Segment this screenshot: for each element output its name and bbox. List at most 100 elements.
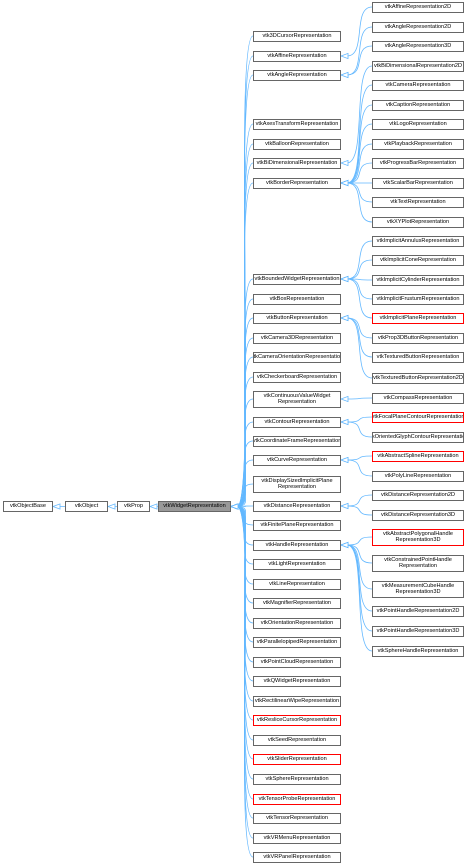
inheritance-edge xyxy=(346,317,373,358)
class-node-vtkcurverepresentation[interactable]: vtkCurveRepresentation xyxy=(253,454,341,466)
class-node-vtkimplicitplanerepresentation[interactable]: vtkImplicitPlaneRepresentation xyxy=(372,312,464,324)
class-node-vtktexturedbuttonrepresentation2d[interactable]: vtkTexturedButtonRepresentation2D xyxy=(372,372,464,384)
class-node-vtkcamera3drepresentation[interactable]: vtkCamera3DRepresentation xyxy=(253,332,341,344)
class-node-vtkabstractpolygonalhandlerepresentation3d[interactable]: vtkAbstractPolygonalHandle Representatio… xyxy=(372,528,464,546)
class-node-vtklinerepresentation[interactable]: vtkLineRepresentation xyxy=(253,578,341,590)
class-node-vtkwidgetrepresentation[interactable]: vtkWidgetRepresentation xyxy=(158,501,231,512)
class-node-vtkbuttonrepresentation[interactable]: vtkButtonRepresentation xyxy=(253,312,341,324)
class-node-vtkvrmenurepresentation[interactable]: vtkVRMenuRepresentation xyxy=(253,832,341,844)
class-node-vtkdisplaysizedimplicitplanerepresentation[interactable]: vtkDisplaySizedImplicitPlane Representat… xyxy=(253,475,341,493)
class-node-vtklogorepresentation[interactable]: vtkLogoRepresentation xyxy=(372,118,464,130)
class-node-vtkpolylinerepresentation[interactable]: vtkPolyLineRepresentation xyxy=(372,470,464,482)
inheritance-edge xyxy=(346,421,373,438)
inheritance-arrowhead xyxy=(229,503,239,510)
class-node-vtkimplicitfrustumrepresentation[interactable]: vtkImplicitFrustumRepresentation xyxy=(372,293,464,305)
class-node-vtkpointhandlerepresentation3d[interactable]: vtkPointHandleRepresentation3D xyxy=(372,625,464,637)
class-node-vtkobject[interactable]: vtkObject xyxy=(65,501,108,512)
inheritance-edge xyxy=(346,544,373,652)
class-node-vtkrectilinearwiperepresentation[interactable]: vtkRectilinearWipeRepresentation xyxy=(253,695,341,707)
class-node-vtkmeasurementcubehandlerepresentation3d[interactable]: vtkMeasurementCubeHandle Representation3… xyxy=(372,580,464,598)
class-node-vtkcameraorientationrepresentation[interactable]: vtkCameraOrientationRepresentation xyxy=(253,351,341,363)
inheritance-edge xyxy=(346,182,373,203)
inheritance-edge xyxy=(346,162,373,184)
class-node-vtkqwidgetrepresentation[interactable]: vtkQWidgetRepresentation xyxy=(253,675,341,687)
class-node-vtkcompassrepresentation[interactable]: vtkCompassRepresentation xyxy=(372,392,464,404)
class-node-vtkpointcloudrepresentation[interactable]: vtkPointCloudRepresentation xyxy=(253,656,341,668)
class-node-vtkprop3dbuttonrepresentation[interactable]: vtkProp3DButtonRepresentation xyxy=(372,332,464,344)
class-node-vtkanglerepresentation[interactable]: vtkAngleRepresentation xyxy=(253,69,341,81)
class-node-vtkcaptionrepresentation[interactable]: vtkCaptionRepresentation xyxy=(372,99,464,111)
class-node-vtkaxestransformrepresentation[interactable]: vtkAxesTransformRepresentation xyxy=(253,118,341,130)
class-node-vtk3dcursorrepresentation[interactable]: vtk3DCursorRepresentation xyxy=(253,30,341,42)
class-node-vtkorientationrepresentation[interactable]: vtkOrientationRepresentation xyxy=(253,617,341,629)
class-node-vtkconstrainedpointhandlerepresentation[interactable]: vtkConstrainedPointHandle Representation xyxy=(372,554,464,572)
class-node-vtkbidimensionalrepresentation[interactable]: vtkBiDimensionalRepresentation xyxy=(253,157,341,169)
class-node-vtkcamerarepresentation[interactable]: vtkCameraRepresentation xyxy=(372,79,464,91)
inheritance-edge xyxy=(346,65,373,164)
class-node-vtksliderrepresentation[interactable]: vtkSliderRepresentation xyxy=(253,753,341,765)
inheritance-edge xyxy=(346,123,373,184)
inheritance-edge xyxy=(346,317,373,379)
class-node-vtktensorproberepresentation[interactable]: vtkTensorProbeRepresentation xyxy=(253,793,341,805)
class-node-vtkmagnifierrepresentation[interactable]: vtkMagnifierRepresentation xyxy=(253,597,341,609)
inheritance-edge xyxy=(346,182,373,223)
inheritance-arrowhead xyxy=(339,456,349,464)
inheritance-edge xyxy=(236,506,254,858)
class-node-vtkpointhandlerepresentation2d[interactable]: vtkPointHandleRepresentation2D xyxy=(372,605,464,617)
class-node-vtkscalarbarrepresentation[interactable]: vtkScalarBarRepresentation xyxy=(372,177,464,189)
class-node-vtkvrpanelrepresentation[interactable]: vtkVRPanelRepresentation xyxy=(253,851,341,863)
class-node-vtktextrepresentation[interactable]: vtkTextRepresentation xyxy=(372,196,464,208)
class-node-vtkprop[interactable]: vtkProp xyxy=(117,501,150,512)
inheritance-arrowhead xyxy=(339,52,349,60)
inheritance-arrowhead xyxy=(51,503,61,510)
class-node-vtkxyplotrepresentation[interactable]: vtkXYPlotRepresentation xyxy=(372,216,464,228)
class-node-vtkprogressbarrepresentation[interactable]: vtkProgressBarRepresentation xyxy=(372,157,464,169)
inheritance-edge xyxy=(346,45,373,76)
class-node-vtktensorrepresentation[interactable]: vtkTensorRepresentation xyxy=(253,812,341,824)
class-node-vtkimplicitcylinderrepresentation[interactable]: vtkImplicitCylinderRepresentation xyxy=(372,274,464,286)
class-node-vtklightrepresentation[interactable]: vtkLightRepresentation xyxy=(253,558,341,570)
class-node-vtkorientedglyphcontourrepresentation[interactable]: vtkOrientedGlyphContourRepresentation xyxy=(372,431,464,443)
class-node-vtkfocalplanecontourrepresentation[interactable]: vtkFocalPlaneContourRepresentation xyxy=(372,411,464,423)
class-node-vtkballoonrepresentation[interactable]: vtkBalloonRepresentation xyxy=(253,138,341,150)
class-node-vtksphererepresentation[interactable]: vtkSphereRepresentation xyxy=(253,773,341,785)
class-node-vtkaffinerepresentation2d[interactable]: vtkAffineRepresentation2D xyxy=(372,1,464,13)
class-node-vtkcheckerboardrepresentation[interactable]: vtkCheckerboardRepresentation xyxy=(253,371,341,383)
class-node-vtkcoordinateframerepresentation[interactable]: vtkCoordinateFrameRepresentation xyxy=(253,435,341,447)
inheritance-edge xyxy=(346,459,373,477)
class-node-vtkdistancerepresentation[interactable]: vtkDistanceRepresentation xyxy=(253,500,341,512)
class-node-vtkcontinuousvaluewidgetrepresentation[interactable]: vtkContinuousValueWidget Representation xyxy=(253,390,341,408)
class-node-vtkseedrepresentation[interactable]: vtkSeedRepresentation xyxy=(253,734,341,746)
inheritance-arrowhead xyxy=(339,395,349,403)
class-node-vtkplaybackrepresentation[interactable]: vtkPlaybackRepresentation xyxy=(372,138,464,150)
class-node-vtkdistancerepresentation2d[interactable]: vtkDistanceRepresentation2D xyxy=(372,489,464,501)
class-node-vtkhandlerepresentation[interactable]: vtkHandleRepresentation xyxy=(253,539,341,551)
class-node-vtkborderrepresentation[interactable]: vtkBorderRepresentation xyxy=(253,177,341,189)
class-node-vtkanglerepresentation2d[interactable]: vtkAngleRepresentation2D xyxy=(372,21,464,33)
class-node-vtkbidimensionalrepresentation2d[interactable]: vtkBiDimensionalRepresentation2D xyxy=(372,60,464,72)
class-node-vtkspherehandlerepresentation[interactable]: vtkSphereHandleRepresentation xyxy=(372,645,464,657)
inheritance-arrowhead xyxy=(339,314,349,322)
class-node-vtkimplicitannulusrepresentation[interactable]: vtkImplicitAnnulusRepresentation xyxy=(372,235,464,247)
class-node-vtkdistancerepresentation3d[interactable]: vtkDistanceRepresentation3D xyxy=(372,509,464,521)
class-node-vtktexturedbuttonrepresentation[interactable]: vtkTexturedButtonRepresentation xyxy=(372,351,464,363)
class-node-vtkimplicitconerepresentation[interactable]: vtkImplicitConeRepresentation xyxy=(372,254,464,266)
class-node-vtkboundedwidgetrepresentation[interactable]: vtkBoundedWidgetRepresentation xyxy=(253,273,341,285)
class-node-vtkcontourrepresentation[interactable]: vtkContourRepresentation xyxy=(253,416,341,428)
class-node-vtkboxrepresentation[interactable]: vtkBoxRepresentation xyxy=(253,293,341,305)
inheritance-edge xyxy=(346,259,373,280)
class-node-vtkanglerepresentation3d[interactable]: vtkAngleRepresentation3D xyxy=(372,40,464,52)
inheritance-arrowhead xyxy=(339,275,349,283)
inheritance-edge xyxy=(346,278,373,319)
inheritance-edge xyxy=(346,494,373,507)
class-node-vtkobjectbase[interactable]: vtkObjectBase xyxy=(3,501,53,512)
inheritance-arrowhead xyxy=(339,502,349,510)
class-node-vtkreslicecursorrepresentation[interactable]: vtkResliceCursorRepresentation xyxy=(253,714,341,726)
inheritance-edge xyxy=(346,505,373,516)
class-node-vtkaffinerepresentation[interactable]: vtkAffineRepresentation xyxy=(253,50,341,62)
inheritance-edge xyxy=(346,544,373,590)
inheritance-edge xyxy=(236,459,254,507)
class-node-vtkparallelopipedrepresentation[interactable]: vtkParallelopipedRepresentation xyxy=(253,636,341,648)
class-node-vtkabstractsplinerepresentation[interactable]: vtkAbstractSplineRepresentation xyxy=(372,450,464,462)
class-node-vtkfiniteplanerepresentation[interactable]: vtkFinitePlaneRepresentation xyxy=(253,519,341,531)
